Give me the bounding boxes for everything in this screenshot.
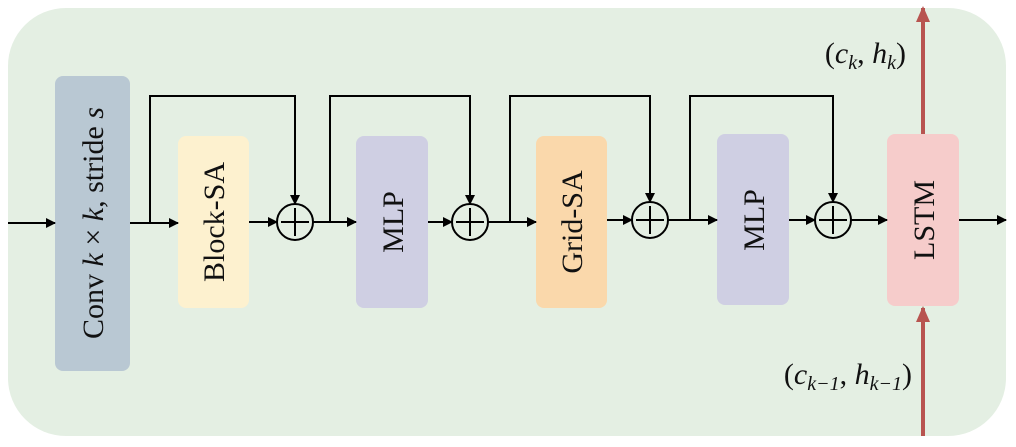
- state-input-label: (ck−1, hk−1): [784, 358, 912, 395]
- mlp-block-1: [356, 136, 428, 308]
- grid-sa-label: Grid-SA: [556, 170, 589, 274]
- mlp-block-2: [717, 134, 789, 305]
- state-output-label: (ck, hk): [825, 37, 906, 74]
- conv-block: [55, 76, 130, 371]
- circle-plus-icon: [451, 203, 489, 241]
- skip-connection: [329, 95, 475, 222]
- skip-connection: [149, 95, 300, 223]
- skip-connection: [509, 95, 655, 222]
- circle-plus-icon: [276, 203, 314, 241]
- grid-sa-block: [536, 136, 607, 308]
- lstm-block: [887, 134, 959, 306]
- mlp-label-1: MLP: [377, 191, 410, 253]
- conv-label: Conv k × k, stride s: [77, 107, 110, 339]
- mlp-label-2: MLP: [738, 189, 771, 251]
- block-sa-block: [178, 136, 249, 308]
- block-sa-label: Block-SA: [198, 162, 231, 282]
- circle-plus-icon: [814, 201, 852, 239]
- lstm-label: LSTM: [908, 180, 941, 260]
- circle-plus-icon: [631, 201, 669, 239]
- skip-connection: [689, 95, 838, 220]
